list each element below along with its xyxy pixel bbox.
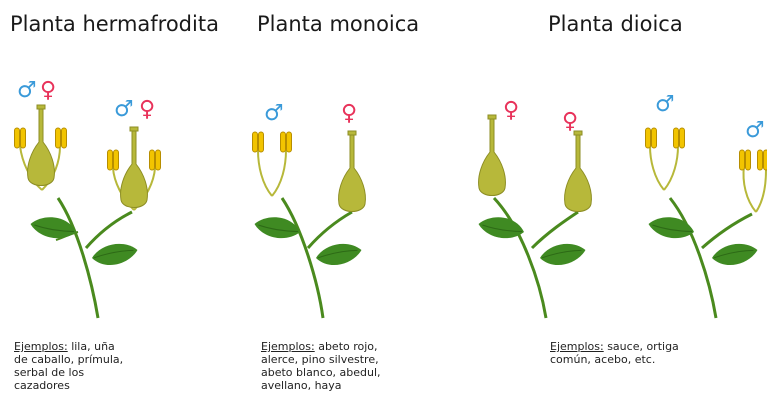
examples-line: Ejemplos: abeto rojo, [261, 340, 381, 353]
examples-dioecious: Ejemplos: sauce, ortiga común, acebo, et… [550, 340, 679, 366]
examples-line: serbal de los [14, 366, 123, 379]
leaf [91, 242, 139, 267]
monoecious-plant: ♂ ♀ [252, 101, 365, 318]
examples-label: Ejemplos: [550, 340, 604, 353]
hermaphrodite-flower [108, 127, 161, 210]
leaf [252, 212, 302, 244]
leaf [711, 242, 759, 267]
dioecious-female-plant: ♀ ♀ [476, 98, 591, 318]
hermaphrodite-flower [15, 105, 67, 190]
stamen-anther [674, 128, 685, 148]
examples-line: común, acebo, etc. [550, 353, 679, 366]
examples-line: avellano, haya [261, 379, 381, 392]
stamen-anther [15, 128, 26, 148]
stamen-anther [281, 132, 292, 152]
female-symbol: ♀ [341, 101, 357, 126]
examples-line: Ejemplos: lila, uña [14, 340, 123, 353]
female-symbol: ♀ [139, 97, 155, 122]
female-flower-pistil [339, 131, 366, 212]
male-symbol: ♂ [17, 78, 37, 103]
male-flower [740, 150, 767, 212]
examples-hermaphrodite: Ejemplos: lila, uña de caballo, prímula,… [14, 340, 123, 392]
hermaphrodite-plant: ♂ ♀ ♂ ♀ [15, 78, 161, 318]
stamen-anther [253, 132, 264, 152]
examples-line: alerce, pino silvestre, [261, 353, 381, 366]
male-symbol: ♂ [745, 118, 765, 143]
examples-line: Ejemplos: sauce, ortiga [550, 340, 679, 353]
stamen-anther [646, 128, 657, 148]
examples-line: de caballo, prímula, [14, 353, 123, 366]
leaf [28, 212, 78, 244]
examples-label: Ejemplos: [14, 340, 68, 353]
dioecious-male-plant: ♂ ♂ [646, 92, 767, 318]
examples-line: cazadores [14, 379, 123, 392]
stamen-anther [108, 150, 119, 170]
male-symbol: ♂ [264, 101, 284, 126]
leaf [646, 212, 696, 244]
examples-line: abeto blanco, abedul, [261, 366, 381, 379]
examples-text: sauce, ortiga [604, 340, 679, 353]
examples-text: lila, uña [68, 340, 115, 353]
male-flower [253, 132, 292, 196]
stamen-anther [150, 150, 161, 170]
examples-monoecious: Ejemplos: abeto rojo, alerce, pino silve… [261, 340, 381, 392]
male-symbol: ♂ [655, 92, 675, 117]
examples-text: abeto rojo, [315, 340, 378, 353]
pistil [28, 105, 55, 186]
examples-label: Ejemplos: [261, 340, 315, 353]
female-flower-pistil [479, 115, 506, 196]
female-symbol: ♀ [503, 98, 519, 123]
leaf [539, 242, 587, 267]
stamen-anther [740, 150, 751, 170]
female-symbol: ♀ [40, 78, 56, 103]
leaf [315, 242, 363, 267]
female-flower-pistil [565, 131, 592, 212]
pistil [121, 127, 148, 208]
male-symbol: ♂ [114, 97, 134, 122]
female-symbol: ♀ [562, 109, 578, 134]
stamen-anther [56, 128, 67, 148]
male-flower [646, 128, 685, 190]
stamen-anther [758, 150, 767, 170]
leaf [476, 212, 526, 244]
